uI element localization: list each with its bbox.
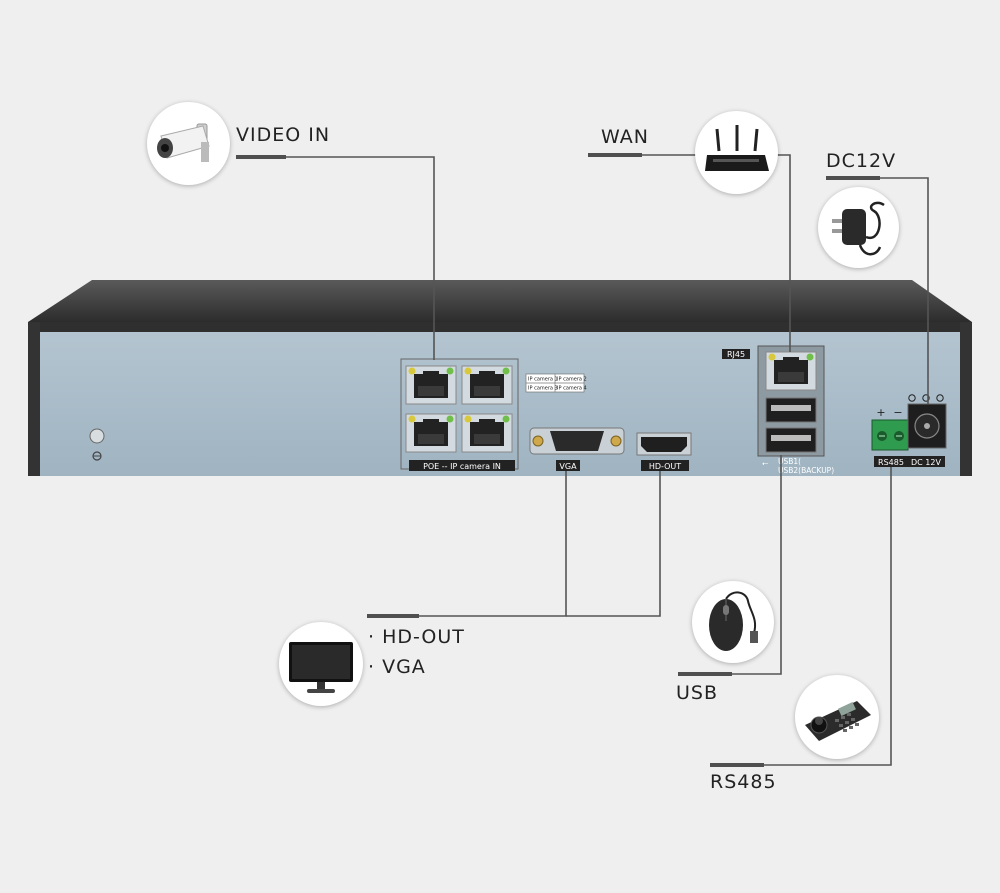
vga-port-label: VGA bbox=[559, 462, 577, 471]
camera-circle bbox=[147, 102, 230, 185]
vga-label: · VGA bbox=[368, 656, 426, 678]
usb1-label: USB1( bbox=[778, 457, 801, 466]
monitor-underline bbox=[367, 614, 419, 618]
router-icon bbox=[705, 125, 769, 171]
wan-underline bbox=[588, 153, 642, 157]
poe-port-block bbox=[400, 358, 519, 471]
mouse-icon bbox=[709, 591, 758, 651]
usb-label: USB bbox=[676, 682, 719, 704]
dc12v-label: DC12V bbox=[826, 150, 897, 172]
video-in-line bbox=[236, 156, 435, 360]
monitor-circle bbox=[279, 622, 363, 706]
rs485-terminal bbox=[871, 419, 909, 467]
rj45-label: RJ45 bbox=[727, 350, 745, 359]
mouse-circle bbox=[692, 581, 774, 663]
cam1-label: IP camera 1 bbox=[528, 377, 558, 383]
connection-lines bbox=[236, 154, 929, 766]
poe-label: POE -- IP camera IN bbox=[423, 462, 501, 471]
ptz-keyboard-circle bbox=[795, 675, 879, 759]
monitor-icon bbox=[289, 642, 353, 693]
power-adapter-circle bbox=[818, 187, 899, 268]
hd-out-label: · HD-OUT bbox=[368, 626, 465, 648]
cam2-label: IP camera 2 bbox=[557, 377, 587, 383]
cam3-label: IP camera 3 bbox=[528, 386, 558, 392]
ground-screw bbox=[89, 428, 105, 444]
power-adapter-icon bbox=[832, 201, 885, 256]
dc12v-underline bbox=[826, 176, 880, 180]
hdout-port-label: HD-OUT bbox=[649, 462, 681, 471]
usb-underline bbox=[678, 672, 732, 676]
hdmi-port bbox=[636, 432, 692, 471]
rs485-plus: + bbox=[876, 406, 885, 419]
chassis-top bbox=[28, 280, 972, 322]
rs485-underline bbox=[710, 763, 764, 767]
usb-symbol-icon: ⭠ bbox=[762, 459, 769, 468]
wan-usb-block bbox=[722, 345, 825, 457]
rs485-label: RS485 bbox=[710, 771, 777, 793]
router-circle bbox=[695, 111, 778, 194]
camera-icon bbox=[157, 123, 210, 162]
video-in-underline bbox=[236, 155, 286, 159]
video-in-label: VIDEO IN bbox=[236, 124, 331, 146]
ptz-keyboard-icon bbox=[805, 701, 871, 741]
wan-label: WAN bbox=[601, 126, 649, 148]
rs485-line bbox=[710, 467, 892, 766]
dc-jack bbox=[907, 394, 947, 467]
dc-port-label: DC 12V bbox=[911, 458, 941, 467]
vga-port bbox=[529, 427, 625, 471]
rs485-minus: − bbox=[893, 406, 902, 419]
rs485-port-label: RS485 bbox=[878, 458, 904, 467]
wan-line bbox=[588, 154, 791, 352]
usb2-label: USB2(BACKUP) bbox=[778, 466, 834, 475]
hdout-line bbox=[566, 471, 661, 617]
cam4-label: IP camera 4 bbox=[557, 386, 587, 392]
vga-line bbox=[367, 471, 567, 617]
